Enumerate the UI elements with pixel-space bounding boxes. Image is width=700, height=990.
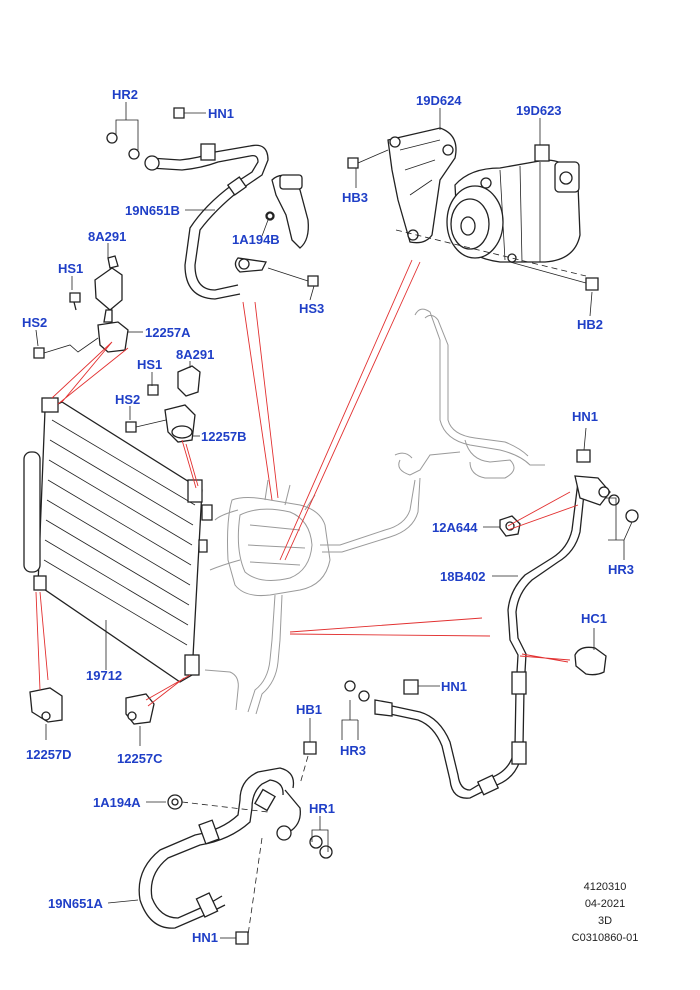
label-12a644: 12A644 xyxy=(432,520,478,535)
label-19712: 19712 xyxy=(86,668,123,683)
label-hn1-mid: HN1 xyxy=(441,679,468,694)
label-19n651a: 19N651A xyxy=(48,896,103,911)
engine-bay-ghost xyxy=(204,308,545,715)
hose-19n651b xyxy=(144,143,309,300)
label-hr3-right: HR3 xyxy=(608,562,635,577)
small-components xyxy=(29,107,639,945)
bracket-19d624 xyxy=(387,127,457,244)
label-hr2-top: HR2 xyxy=(112,87,139,102)
label-hs3: HS3 xyxy=(299,301,325,316)
label-hs1-top: HS1 xyxy=(58,261,84,276)
label-12257a: 12257A xyxy=(145,325,191,340)
diagram-date: 04-2021 xyxy=(584,898,626,910)
label-19n651b: 19N651B xyxy=(125,203,180,218)
label-12257d: 12257D xyxy=(26,747,72,762)
label-12257b: 12257B xyxy=(201,429,247,444)
diagram-ref-code: C0310860-01 xyxy=(571,932,639,944)
label-hr3-mid: HR3 xyxy=(340,743,367,758)
label-hn1-top: HN1 xyxy=(208,106,235,121)
label-18b402: 18B402 xyxy=(440,569,486,584)
label-hn1-bottom: HN1 xyxy=(192,930,219,945)
diagram-view: 3D xyxy=(597,915,613,927)
label-1a194a: 1A194A xyxy=(93,795,141,810)
label-hs2-mid: HS2 xyxy=(115,392,141,407)
label-19d624: 19D624 xyxy=(416,93,462,108)
assembly-axes xyxy=(181,229,587,936)
label-hb2: HB2 xyxy=(577,317,604,332)
diagram-code: 4120310 xyxy=(583,881,627,893)
label-8a291-mid: 8A291 xyxy=(176,347,215,362)
label-hs2-top: HS2 xyxy=(22,315,48,330)
label-hr1: HR1 xyxy=(309,801,336,816)
label-hs1-mid: HS1 xyxy=(137,357,163,372)
hose-19n651a xyxy=(138,767,301,929)
label-12257c: 12257C xyxy=(117,751,163,766)
label-19d623: 19D623 xyxy=(516,103,562,118)
label-hn1-right: HN1 xyxy=(572,409,599,424)
label-1a194b: 1A194B xyxy=(232,232,280,247)
label-hc1: HC1 xyxy=(581,611,608,626)
location-callouts xyxy=(35,259,579,707)
label-8a291-top: 8A291 xyxy=(88,229,127,244)
label-hb1: HB1 xyxy=(296,702,323,717)
label-hb3: HB3 xyxy=(342,190,369,205)
compressor-19d623 xyxy=(446,144,581,263)
condenser-19712 xyxy=(23,397,213,683)
pipe-18b402 xyxy=(374,475,611,799)
leader-lines xyxy=(35,102,633,939)
